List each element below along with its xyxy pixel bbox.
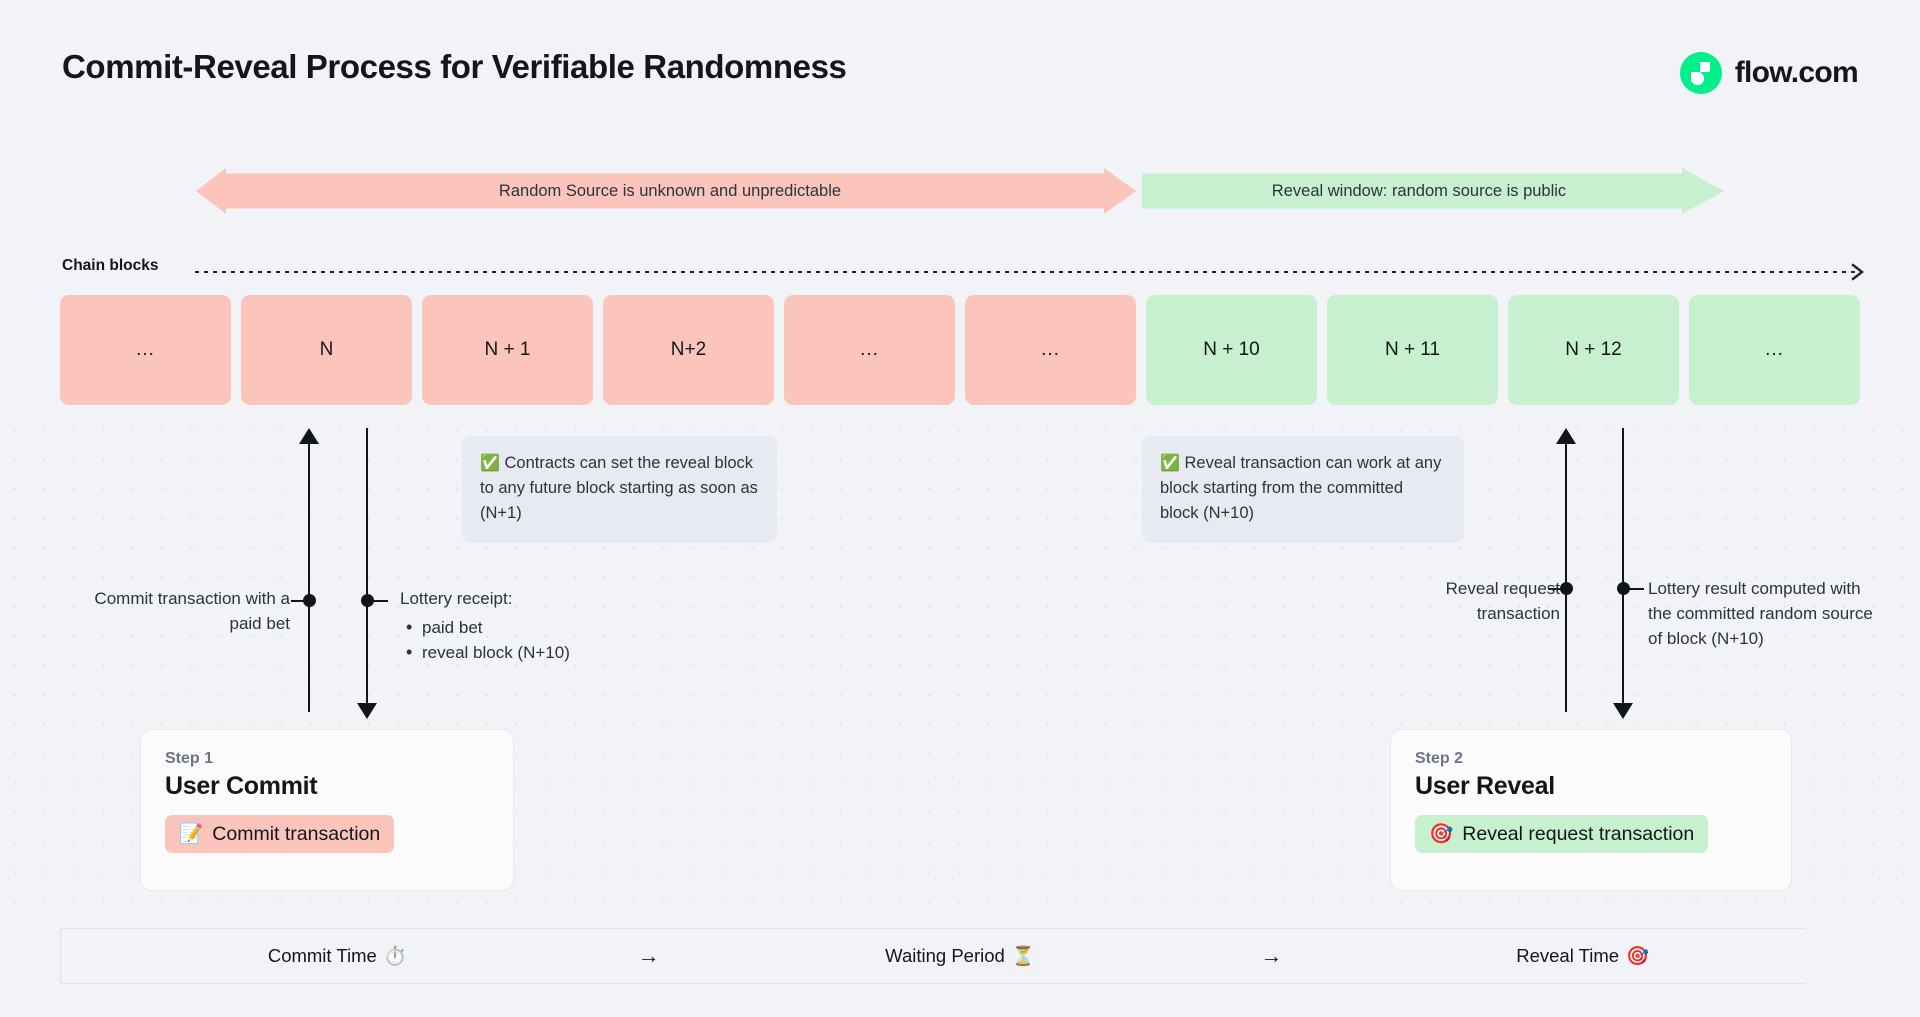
timeline-segment-label: Commit Time <box>267 945 377 966</box>
chain-block-label: N + 10 <box>1203 339 1260 360</box>
banner-random-source-unknown: Random Source is unknown and unpredictab… <box>196 168 1136 214</box>
chain-block-label: N + 11 <box>1384 339 1441 360</box>
lottery-result-event-line <box>1622 428 1625 708</box>
receipt-event-dot <box>361 594 374 607</box>
chain-block-2: N + 1 <box>422 295 593 405</box>
chain-block-9: ... <box>1689 295 1860 405</box>
direct-hit-emoji: 🎯 <box>1429 823 1454 845</box>
reveal-request-event-dot <box>1560 582 1573 595</box>
chain-block-label: ... <box>1765 339 1784 360</box>
timeline-segment-0: Commit Time ⏱️ <box>61 945 614 967</box>
list-item: paid bet <box>400 614 650 641</box>
chain-block-label: N+2 <box>670 339 707 360</box>
chain-block-5: ... <box>965 295 1136 405</box>
reveal-request-event-line <box>1565 440 1568 712</box>
step-2-kicker: Step 2 <box>1415 750 1464 767</box>
chain-block-4: ... <box>784 295 955 405</box>
list-item: reveal block (N+10) <box>400 639 650 666</box>
brand-logo: flow.com <box>1679 52 1859 94</box>
receipt-connector-stub <box>362 600 388 603</box>
note-reveal-transaction-window: ✅ Reveal transaction can work at any blo… <box>1142 436 1464 544</box>
chain-block-6: N + 10 <box>1146 295 1317 405</box>
commit-arrow-head-up <box>299 428 319 444</box>
timeline-segment-2: Reveal Time 🎯 <box>1306 945 1859 967</box>
reveal-request-arrow-head-up <box>1556 428 1576 444</box>
check-mark-button-emoji: ✅ <box>1160 455 1180 472</box>
chain-block-label: N + 12 <box>1565 339 1622 360</box>
memo-emoji: 📝 <box>179 823 204 845</box>
chain-block-8: N + 12 <box>1508 295 1679 405</box>
chevron-right-icon <box>1851 263 1864 281</box>
step-1-chip-commit-transaction[interactable]: 📝 Commit transaction <box>165 815 395 853</box>
annotation-lottery-receipt: Lottery receipt: paid bet reveal block (… <box>400 586 650 666</box>
annotation-lottery-result: Lottery result computed with the committ… <box>1648 579 1873 649</box>
stopwatch-emoji: ⏱️ <box>383 945 407 966</box>
chain-block-label: N <box>319 339 334 360</box>
brand-name: flow.com <box>1734 56 1859 89</box>
commit-event-dot <box>303 594 316 607</box>
annotation-reveal-request-transaction: Reveal request transaction <box>1445 579 1560 624</box>
chain-block-label: ... <box>860 339 879 360</box>
note-contracts-text: Contracts can set the reveal block to an… <box>480 454 758 523</box>
flow-logo-icon <box>1679 52 1722 94</box>
step-1-chip-label: Commit transaction <box>212 822 381 845</box>
lottery-receipt-list: paid bet reveal block (N+10) <box>400 614 650 666</box>
step-2-chip-reveal-request-transaction[interactable]: 🎯 Reveal request transaction <box>1415 815 1709 853</box>
step-1-heading: User Commit <box>165 772 318 800</box>
receipt-event-line <box>366 428 369 708</box>
note-contracts-reveal-block: ✅ Contracts can set the reveal block to … <box>462 436 777 544</box>
timeline-segment-1: Waiting Period ⏳ <box>684 945 1237 967</box>
step-2-chip-label: Reveal request transaction <box>1462 822 1695 845</box>
hourglass-emoji: ⏳ <box>1011 945 1035 966</box>
chain-blocks-row: ... N N + 1 N+2...... N + 10 N + 11 N + 12... <box>60 295 1860 405</box>
bottom-timeline-bar: Commit Time ⏱️ → Waiting Period ⏳ → Reveal Tim… <box>60 928 1860 984</box>
banner-reveal-label: Reveal window: random source is public <box>1271 181 1567 200</box>
chain-axis-dashed-line <box>195 271 1860 273</box>
chain-block-3: N+2 <box>603 295 774 405</box>
chain-blocks-label: Chain blocks <box>62 257 159 274</box>
step-card-user-commit: Step 1 User Commit 📝 Commit transaction <box>140 729 514 891</box>
timeline-segment-label: Waiting Period <box>885 945 1005 966</box>
timeline-arrow-icon: → <box>637 943 660 968</box>
annotation-commit-transaction: Commit transaction with a paid bet <box>94 589 290 634</box>
chain-block-label: N + 1 <box>484 339 531 360</box>
receipt-arrow-head-down <box>357 703 377 719</box>
page-title: Commit-Reveal Process for Verifiable Ran… <box>62 48 847 85</box>
lottery-result-event-dot <box>1617 582 1630 595</box>
chain-block-1: N <box>241 295 412 405</box>
note-reveal-text: Reveal transaction can work at any block… <box>1160 454 1442 523</box>
lottery-receipt-title: Lottery receipt: <box>400 589 513 608</box>
banner-unknown-label: Random Source is unknown and unpredictab… <box>498 181 842 200</box>
chain-block-0: ... <box>60 295 231 405</box>
step-2-heading: User Reveal <box>1415 772 1555 800</box>
lottery-result-connector-stub <box>1618 588 1644 591</box>
check-mark-button-emoji: ✅ <box>480 455 500 472</box>
chain-block-label: ... <box>136 339 155 360</box>
timeline-segment-label: Reveal Time <box>1516 945 1620 966</box>
banner-reveal-window: Reveal window: random source is public <box>1142 168 1724 214</box>
commit-event-line <box>308 440 311 712</box>
direct-hit-emoji: 🎯 <box>1626 945 1650 966</box>
step-card-user-reveal: Step 2 User Reveal 🎯 Reveal request tran… <box>1390 729 1792 891</box>
chain-block-7: N + 11 <box>1327 295 1498 405</box>
chain-block-label: ... <box>1041 339 1060 360</box>
lottery-result-arrow-head-down <box>1613 703 1633 719</box>
step-1-kicker: Step 1 <box>165 750 214 767</box>
timeline-arrow-icon: → <box>1260 943 1283 968</box>
